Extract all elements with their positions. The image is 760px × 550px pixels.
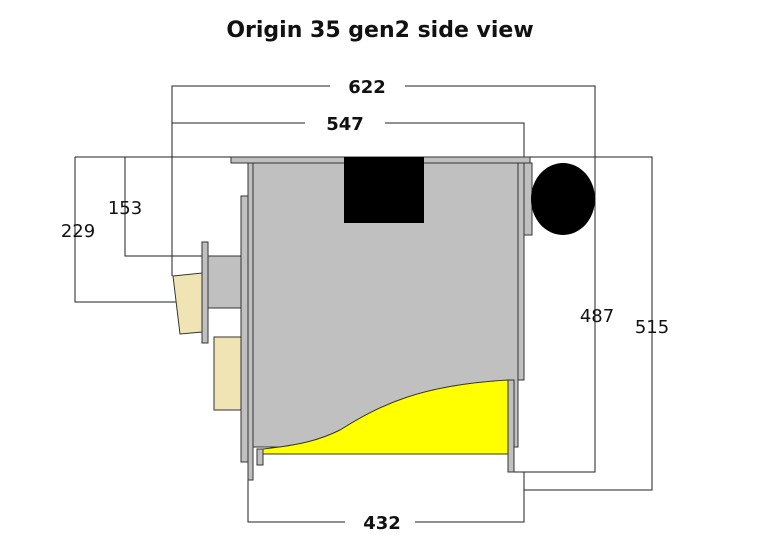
- front-plate: [240, 195, 249, 463]
- door-handle: [172, 272, 203, 335]
- flue-flange: [201, 241, 209, 344]
- diagram-title: Origin 35 gen2 side view: [226, 18, 534, 43]
- dim-432-line-right: [415, 472, 525, 523]
- rear-plate: [523, 162, 533, 236]
- dim-label-153: 153: [108, 198, 142, 219]
- ash-box: [213, 336, 242, 411]
- dim-622-line-right: [405, 85, 596, 473]
- right-leg: [507, 379, 515, 473]
- flue-pipe: [207, 255, 242, 309]
- left-leg: [256, 448, 264, 466]
- dim-622-line-left: [171, 85, 330, 276]
- dim-432-line-left: [247, 480, 345, 523]
- dim-547-line-right: [385, 122, 525, 157]
- rear-flue-circle: [531, 163, 595, 235]
- dim-label-229: 229: [61, 221, 95, 242]
- dim-153-line: [124, 157, 208, 257]
- dim-229-line: [74, 157, 180, 303]
- dim-label-515: 515: [635, 317, 669, 338]
- right-wall: [517, 162, 525, 381]
- left-wall: [247, 162, 254, 481]
- dim-label-622: 622: [348, 77, 386, 98]
- top-flue-outlet: [344, 157, 424, 223]
- dim-label-432: 432: [363, 513, 401, 534]
- dim-label-547: 547: [326, 114, 364, 135]
- dimension-lines: [74, 85, 653, 523]
- fire-area: [262, 379, 509, 455]
- dim-label-487: 487: [580, 306, 614, 327]
